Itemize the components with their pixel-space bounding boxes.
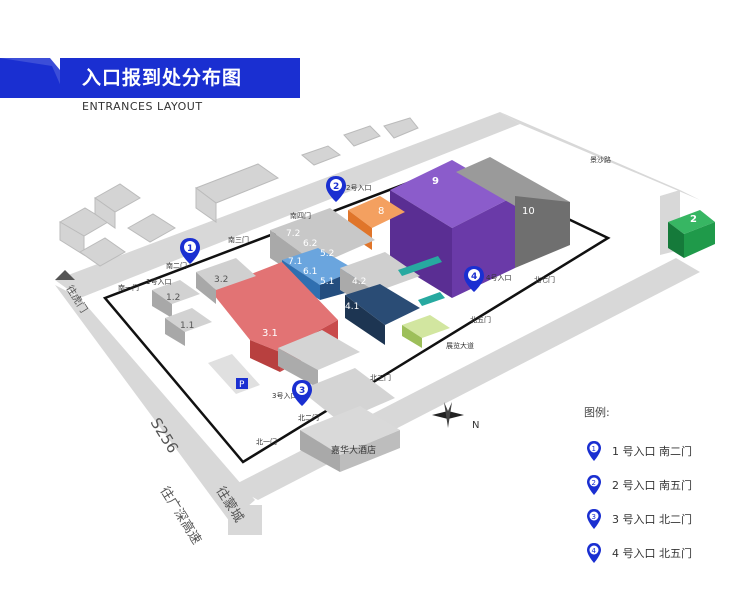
gate-south2: 南二门 — [166, 261, 187, 270]
hall-4-1-label: 4.1 — [345, 302, 359, 312]
gate-north7: 北七门 — [534, 275, 555, 284]
pin-icon: 2 — [587, 475, 601, 495]
svg-text:4: 4 — [592, 547, 597, 555]
south-road — [55, 112, 520, 298]
pin-4-icon[interactable]: 4 — [464, 266, 484, 292]
entrance-3-label: 3号入口 — [272, 392, 297, 400]
svg-text:4: 4 — [471, 272, 477, 282]
hall-1[interactable] — [152, 280, 212, 346]
gate-south4: 南四门 — [290, 211, 311, 220]
convention-center[interactable] — [402, 315, 450, 348]
pin-icon: 4 — [587, 543, 601, 563]
gate-south1: 南一门 — [118, 283, 139, 292]
entrance-1-label: 1号入口 — [146, 278, 171, 286]
gate-south3: 南三门 — [228, 235, 249, 244]
teal-hall — [418, 292, 445, 306]
hall-3-2-label: 3.2 — [214, 275, 228, 285]
page-title: 入口报到处分布图 — [82, 67, 243, 89]
svg-text:3: 3 — [299, 386, 305, 396]
pin-icon: 1 — [587, 441, 601, 461]
hall-10-label: 10 — [522, 206, 535, 217]
gate-north5: 北五门 — [470, 315, 491, 324]
hall-7-2-label: 7.2 — [286, 229, 300, 239]
hall-5-1-label: 5.1 — [320, 277, 334, 287]
hall-9-label: 9 — [432, 176, 439, 187]
pin-icon: 3 — [587, 509, 601, 529]
hall-2[interactable]: 2 — [668, 210, 715, 258]
svg-text:3: 3 — [592, 513, 596, 521]
parking-label: P — [239, 380, 245, 390]
entrance-4-label: 4号入口 — [486, 274, 511, 282]
arrow-humen — [55, 270, 75, 280]
hotel-building[interactable] — [300, 406, 400, 472]
to-shenzhen-label: 往广深高速 — [157, 484, 205, 548]
pin-3-icon[interactable]: 3 — [292, 380, 312, 406]
entrance-2-label: 2号入口 — [346, 184, 371, 192]
svg-text:1: 1 — [187, 244, 193, 254]
legend-title: 图例: — [584, 406, 610, 419]
svg-text:2: 2 — [592, 479, 596, 487]
s256-road — [55, 285, 255, 522]
avenue-label: 展览大道 — [446, 341, 474, 350]
plaza-connectors — [278, 330, 395, 422]
hall-1-1-label: 1.1 — [180, 321, 194, 331]
hall-3-1-label: 3.1 — [262, 328, 278, 339]
east-road — [500, 112, 700, 200]
svg-text:2: 2 — [333, 182, 339, 192]
hall-4-2-label: 4.2 — [352, 277, 366, 287]
hall-2-label: 2 — [690, 214, 697, 225]
hall-6-2-label: 6.2 — [303, 239, 317, 249]
legend-item-3: 3 3 号入口 北二门 — [584, 502, 692, 536]
legend-item-1: 1 1 号入口 南二门 — [584, 434, 692, 468]
east-road-label: 景沙路 — [590, 155, 611, 164]
legend-item-label: 1 号入口 南二门 — [612, 445, 692, 458]
compass-icon: N — [432, 402, 479, 431]
lower-road — [228, 505, 262, 535]
hall-6-1-label: 6.1 — [303, 267, 317, 277]
page-subtitle: ENTRANCES LAYOUT — [82, 100, 203, 113]
hall-1-2-label: 1.2 — [166, 293, 180, 303]
legend: 图例: 1 1 号入口 南二门 2 2 号入口 南五门 3 3 号入口 北二门 … — [584, 404, 692, 570]
gate-north2: 北二门 — [298, 413, 319, 422]
venue-boundary — [102, 163, 611, 464]
hall-4[interactable] — [340, 252, 442, 345]
gate-north3: 北三门 — [370, 373, 391, 382]
legend-item-label: 4 号入口 北五门 — [612, 547, 692, 560]
pin-2-icon[interactable]: 2 — [326, 176, 346, 202]
hall-8-label: 8 — [378, 206, 384, 217]
gate-north1: 北一门 — [256, 437, 277, 446]
svg-text:N: N — [472, 420, 479, 431]
halls-5-7[interactable] — [270, 208, 375, 300]
legend-item-label: 2 号入口 南五门 — [612, 479, 692, 492]
hotel-label: 嘉华大酒店 — [331, 444, 376, 456]
pin-1-icon[interactable]: 1 — [180, 238, 200, 264]
hall-7-1-label: 7.1 — [288, 257, 302, 267]
hall-10[interactable]: 10 — [456, 157, 570, 268]
parking[interactable]: P — [208, 354, 260, 394]
legend-item-label: 3 号入口 北二门 — [612, 513, 692, 526]
outside-buildings — [58, 117, 419, 267]
legend-item-2: 2 2 号入口 南五门 — [584, 468, 692, 502]
legend-item-4: 4 4 号入口 北五门 — [584, 536, 692, 570]
title-banner-tail — [0, 58, 66, 98]
hall-5-2-label: 5.2 — [320, 249, 334, 259]
svg-text:1: 1 — [592, 445, 596, 453]
